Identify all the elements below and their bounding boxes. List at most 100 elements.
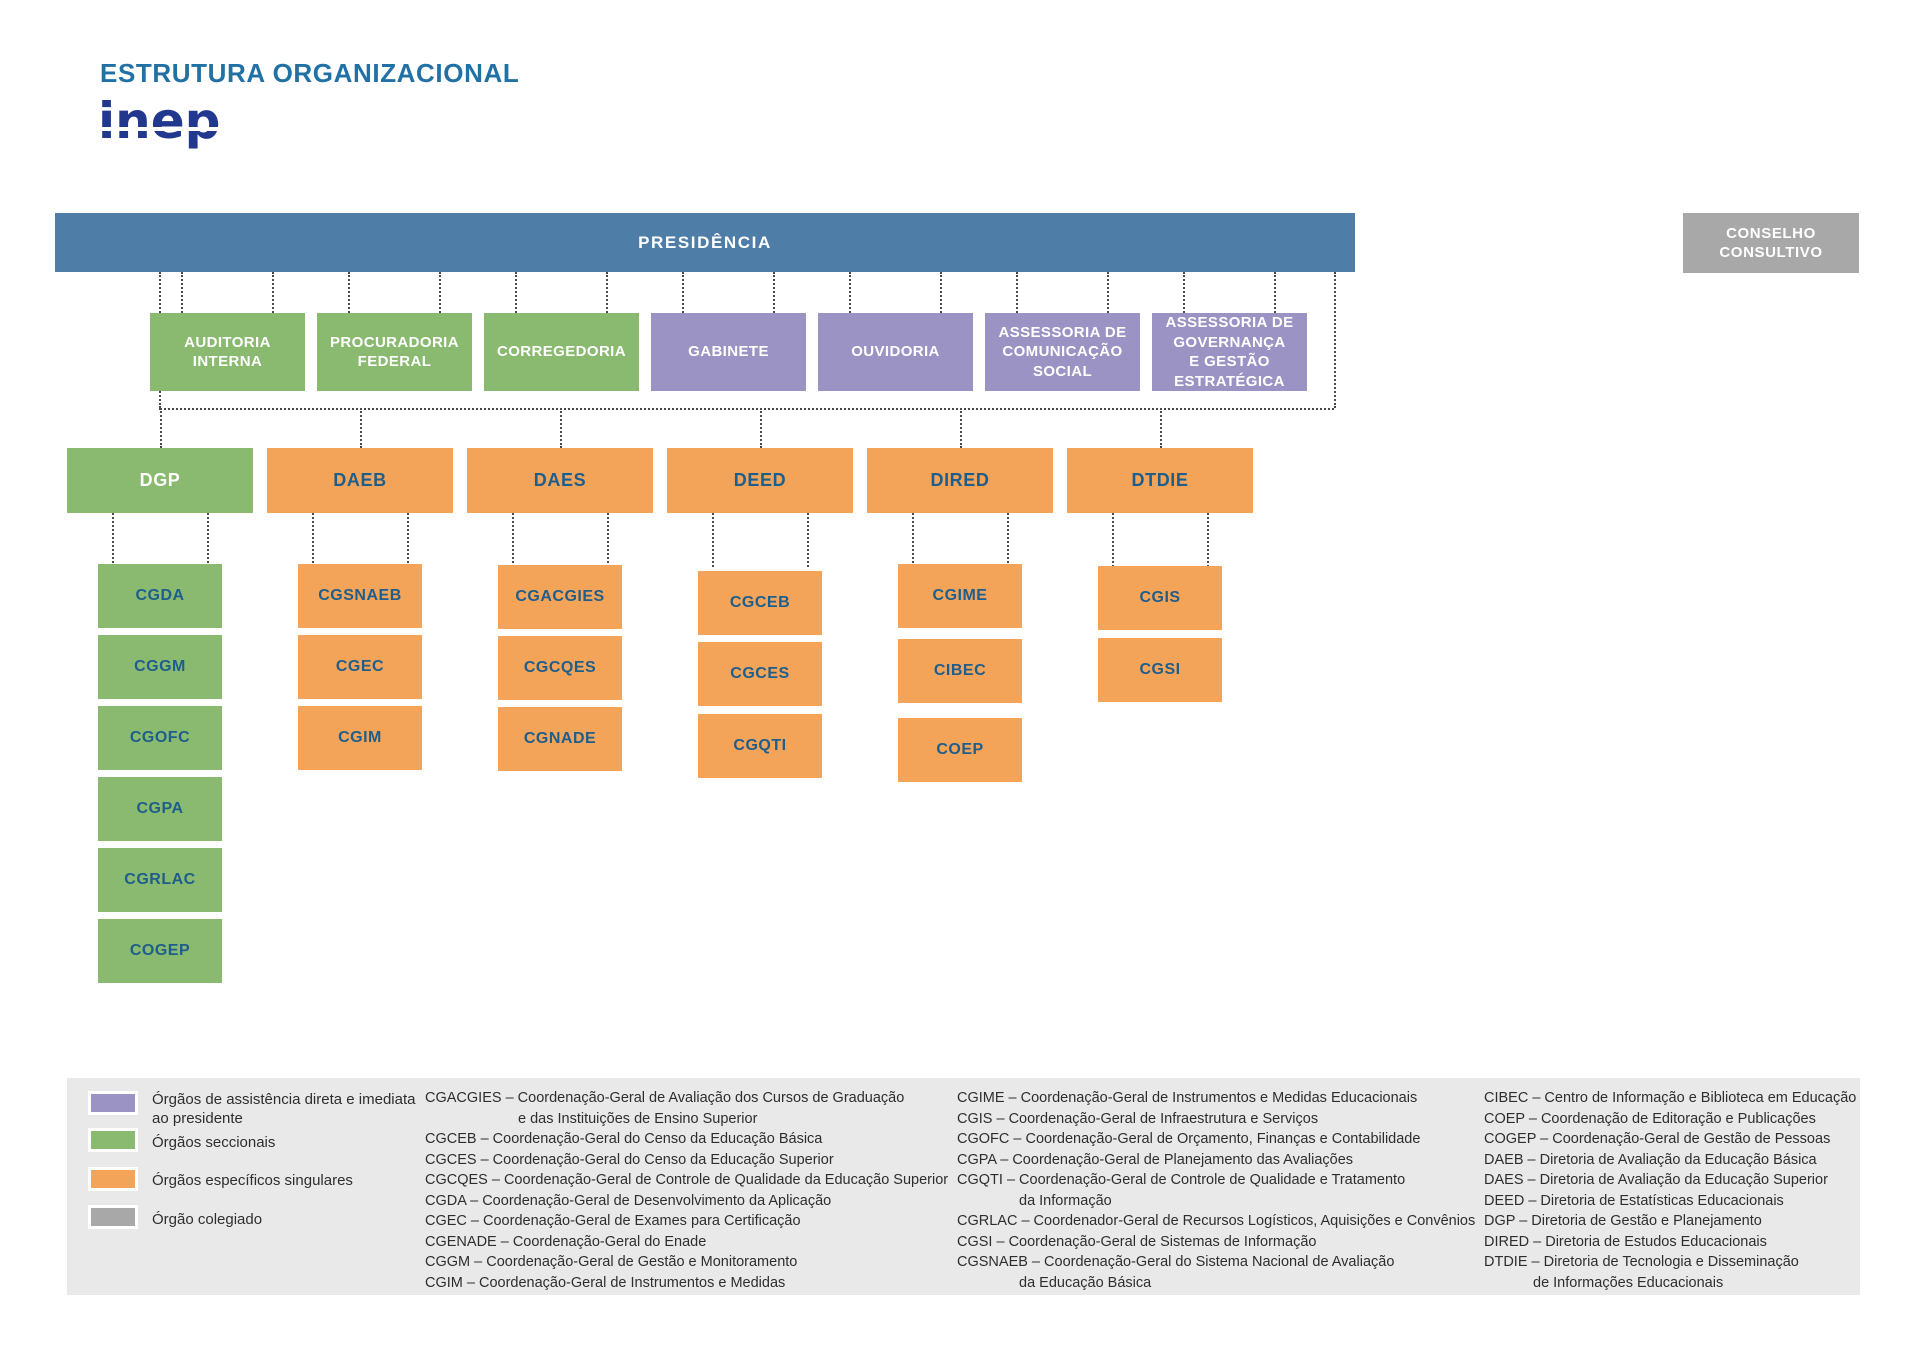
inep-logo-stripe bbox=[96, 127, 230, 131]
connector-line bbox=[360, 408, 362, 448]
connector-bus-right bbox=[1334, 272, 1336, 408]
abbreviation-line: DIRED – Diretoria de Estudos Educacionai… bbox=[1484, 1233, 1767, 1250]
connector-line bbox=[1183, 272, 1185, 313]
connector-line bbox=[912, 513, 914, 567]
abbreviation-line: CGIS – Coordenação-Geral de Infraestrutu… bbox=[957, 1110, 1319, 1127]
connector-bus-rail bbox=[159, 408, 1334, 410]
org-box-cgsi: CGSI bbox=[1098, 638, 1222, 702]
org-box-dtdie: DTDIE bbox=[1067, 448, 1253, 513]
org-box-cgacgies: CGACGIES bbox=[498, 565, 622, 629]
abbreviation-line: CGPA – Coordenação-Geral de Planejamento… bbox=[957, 1151, 1354, 1168]
connector-line bbox=[960, 408, 962, 448]
abbreviation-line: CGDA – Coordenação-Geral de Desenvolvime… bbox=[425, 1192, 832, 1209]
connector-line bbox=[207, 513, 209, 567]
org-box-ouvidoria: OUVIDORIA bbox=[818, 313, 973, 391]
abbreviation-line: DGP – Diretoria de Gestão e Planejamento bbox=[1484, 1213, 1762, 1229]
abbreviation-line: DAES – Diretoria de Avaliação da Educaçã… bbox=[1484, 1172, 1828, 1188]
abbreviation-line: CGENADE – Coordenação-Geral do Enade bbox=[425, 1233, 707, 1250]
legend-panel: Órgãos de assistência direta e imediata … bbox=[67, 1078, 1860, 1295]
org-box-cgces: CGCES bbox=[698, 642, 822, 706]
org-box-cgnade: CGNADE bbox=[498, 707, 622, 771]
abbreviation-line: CGRLAC – Coordenador-Geral de Recursos L… bbox=[957, 1213, 1476, 1229]
connector-line bbox=[515, 272, 517, 313]
legend-swatch-gray bbox=[88, 1205, 138, 1229]
connector-line bbox=[607, 513, 609, 567]
connector-line bbox=[606, 272, 608, 313]
org-box-cogep: COGEP bbox=[98, 919, 222, 983]
connector-line bbox=[272, 272, 274, 313]
abbreviation-line: CGOFC – Coordenação-Geral de Orçamento, … bbox=[957, 1131, 1421, 1147]
connector-line bbox=[940, 272, 942, 313]
org-box-cibec: CIBEC bbox=[898, 639, 1022, 703]
connector-line bbox=[560, 408, 562, 448]
legend-label-purple: Órgãos de assistência direta e imediata … bbox=[152, 1091, 416, 1127]
abbreviation-line: CGEC – Coordenação-Geral de Exames para … bbox=[425, 1213, 801, 1229]
connector-line bbox=[1160, 408, 1162, 448]
org-box-cggm: CGGM bbox=[98, 635, 222, 699]
org-box-cgec: CGEC bbox=[298, 635, 422, 699]
connector-line bbox=[773, 272, 775, 313]
org-box-cgceb: CGCEB bbox=[698, 571, 822, 635]
org-box-cgda: CGDA bbox=[98, 564, 222, 628]
connector-line bbox=[1007, 513, 1009, 567]
legend-swatch-green bbox=[88, 1128, 138, 1152]
legend-label-orange: Órgãos específicos singulares bbox=[152, 1172, 353, 1189]
abbreviation-line: DAEB – Diretoria de Avaliação da Educaçã… bbox=[1484, 1151, 1817, 1168]
connector-line bbox=[849, 272, 851, 313]
connector-line bbox=[1107, 272, 1109, 313]
org-box-deed: DEED bbox=[667, 448, 853, 513]
abbreviation-line: DTDIE – Diretoria de Tecnologia e Dissem… bbox=[1484, 1254, 1799, 1270]
connector-line bbox=[807, 513, 809, 567]
org-box-assessoria-de-comunica-o-social: ASSESSORIA DE COMUNICAÇÃO SOCIAL bbox=[985, 313, 1140, 391]
connector-line bbox=[712, 513, 714, 567]
abbreviation-line: da Educação Básica bbox=[1019, 1274, 1152, 1291]
abbreviation-line: de Informações Educacionais bbox=[1533, 1274, 1724, 1291]
org-box-corregedoria: CORREGEDORIA bbox=[484, 313, 639, 391]
abbreviation-line: CGIME – Coordenação-Geral de Instrumento… bbox=[957, 1090, 1418, 1106]
org-box-conselho-consultivo: CONSELHO CONSULTIVO bbox=[1683, 213, 1859, 273]
abbreviation-line: CGQTI – Coordenação-Geral de Controle de… bbox=[957, 1172, 1406, 1188]
abbreviation-line: CGCEB – Coordenação-Geral do Censo da Ed… bbox=[425, 1131, 823, 1147]
org-box-coep: COEP bbox=[898, 718, 1022, 782]
org-box-cgim: CGIM bbox=[298, 706, 422, 770]
abbreviation-line: DEED – Diretoria de Estatísticas Educaci… bbox=[1484, 1192, 1784, 1209]
org-box-cgofc: CGOFC bbox=[98, 706, 222, 770]
abbreviation-line: CGACGIES – Coordenação-Geral de Avaliaçã… bbox=[425, 1090, 905, 1106]
abbreviation-line: COGEP – Coordenação-Geral de Gestão de P… bbox=[1484, 1131, 1831, 1147]
connector-line bbox=[512, 513, 514, 567]
org-box-auditoria-interna: AUDITORIA INTERNA bbox=[150, 313, 305, 391]
page-title: ESTRUTURA ORGANIZACIONAL bbox=[100, 58, 520, 88]
abbreviation-line: CIBEC – Centro de Informação e Bibliotec… bbox=[1484, 1090, 1857, 1106]
abbreviation-line: da Informação bbox=[1019, 1192, 1112, 1209]
org-box-cgsnaeb: CGSNAEB bbox=[298, 564, 422, 628]
org-box-dgp: DGP bbox=[67, 448, 253, 513]
org-box-gabinete: GABINETE bbox=[651, 313, 806, 391]
org-box-cgime: CGIME bbox=[898, 564, 1022, 628]
org-box-cgrlac: CGRLAC bbox=[98, 848, 222, 912]
connector-line bbox=[1112, 513, 1114, 567]
connector-line bbox=[760, 408, 762, 448]
org-box-cgpa: CGPA bbox=[98, 777, 222, 841]
legend-label-green: Órgãos seccionais bbox=[152, 1134, 276, 1151]
org-box-cgqti: CGQTI bbox=[698, 714, 822, 778]
connector-line bbox=[407, 513, 409, 567]
abbreviation-line: CGCQES – Coordenação-Geral de Controle d… bbox=[425, 1172, 949, 1188]
connector-line bbox=[312, 513, 314, 567]
org-box-daeb: DAEB bbox=[267, 448, 453, 513]
connector-line bbox=[181, 272, 183, 313]
abbreviation-line: CGCES – Coordenação-Geral do Censo da Ed… bbox=[425, 1151, 834, 1168]
abbreviation-line: CGSI – Coordenação-Geral de Sistemas de … bbox=[957, 1233, 1317, 1250]
org-box-cgcqes: CGCQES bbox=[498, 636, 622, 700]
connector-line bbox=[160, 408, 162, 448]
legend-swatch-orange bbox=[88, 1167, 138, 1191]
legend-label-gray: Órgão colegiado bbox=[152, 1211, 263, 1228]
org-box-cgis: CGIS bbox=[1098, 566, 1222, 630]
org-box-procuradoria-federal: PROCURADORIA FEDERAL bbox=[317, 313, 472, 391]
abbreviation-line: e das Instituições de Ensino Superior bbox=[518, 1110, 758, 1127]
abbreviation-line: CGSNAEB – Coordenação-Geral do Sistema N… bbox=[957, 1254, 1395, 1270]
connector-line bbox=[112, 513, 114, 567]
abbreviation-line: COEP – Coordenação de Editoração e Publi… bbox=[1484, 1110, 1816, 1127]
abbreviation-line: CGGM – Coordenação-Geral de Gestão e Mon… bbox=[425, 1254, 798, 1270]
org-box-assessoria-de-governan-a-e-gest-o-estrat-gica: ASSESSORIA DE GOVERNANÇA E GESTÃO ESTRAT… bbox=[1152, 313, 1307, 391]
